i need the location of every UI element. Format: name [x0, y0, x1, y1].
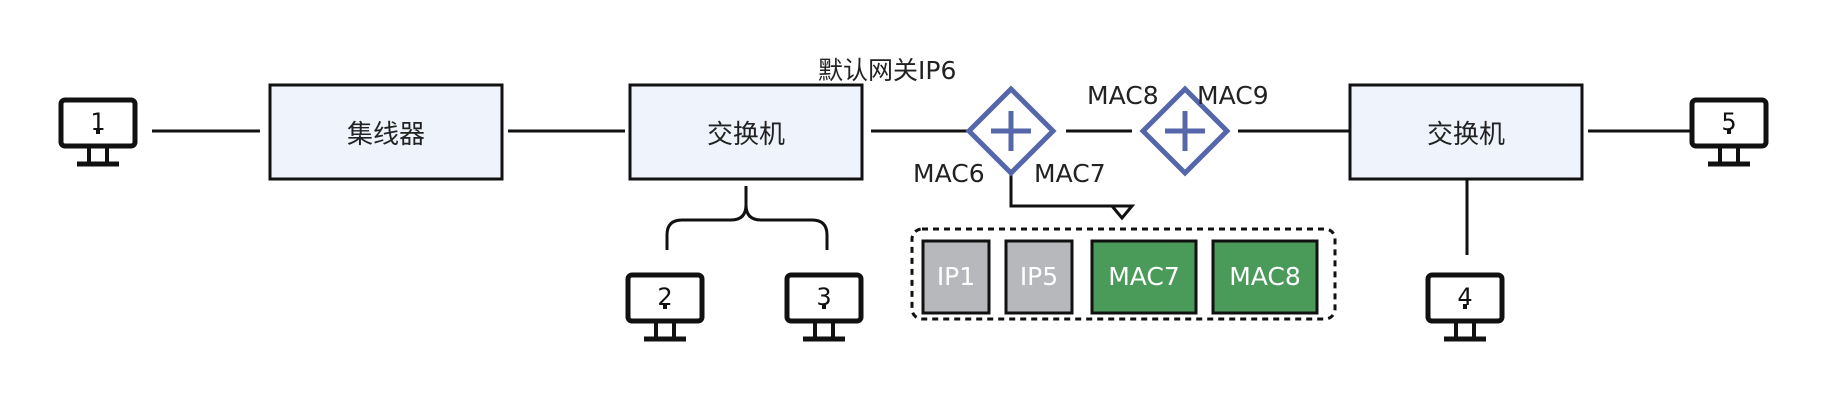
- packet-arrow-head: [1108, 204, 1136, 221]
- computers: 1 2 3 4 5: [58, 97, 1769, 342]
- brace-connector: [665, 186, 829, 250]
- packet-field-label: IP5: [1020, 262, 1058, 291]
- packet-field: IP1: [921, 239, 991, 315]
- computer-icon: 4: [1425, 272, 1505, 342]
- right-switch-label: 交换机: [1427, 120, 1505, 150]
- mac6-label: MAC6: [913, 159, 985, 188]
- computer-number: 1: [90, 108, 105, 136]
- links: [152, 129, 1690, 255]
- gateway-label: 默认网关IP6: [818, 56, 956, 85]
- computer-icon: 1: [58, 97, 138, 167]
- packet-field-label: IP1: [937, 262, 975, 291]
- packet-arrow-line: [1009, 170, 1132, 208]
- router-icon: [1139, 85, 1231, 177]
- computer-icon: 5: [1689, 97, 1769, 167]
- hub-label: 集线器: [347, 120, 425, 150]
- mac9-label: MAC9: [1197, 81, 1269, 110]
- right-switch-box: [1348, 83, 1584, 181]
- computer-number: 2: [657, 283, 672, 311]
- packet-fields: IP1 IP5 MAC7 MAC8: [921, 239, 1319, 315]
- packet-field-label: MAC8: [1229, 262, 1301, 291]
- packet-frame: [910, 227, 1337, 321]
- packet-field: MAC7: [1090, 239, 1198, 315]
- computer-number: 3: [816, 283, 831, 311]
- router-icon: [965, 85, 1057, 177]
- left-switch-box: [628, 83, 864, 181]
- mac8-label: MAC8: [1087, 81, 1159, 110]
- computer-number: 4: [1457, 283, 1472, 311]
- computer-icon: 2: [625, 272, 705, 342]
- packet-field-label: MAC7: [1108, 262, 1180, 291]
- left-switch-label: 交换机: [707, 120, 785, 150]
- computer-number: 5: [1721, 108, 1736, 136]
- packet-field: IP5: [1004, 239, 1074, 315]
- mac7-label: MAC7: [1034, 159, 1106, 188]
- computer-icon: 3: [784, 272, 864, 342]
- hub-box: [268, 83, 504, 181]
- packet-field: MAC8: [1211, 239, 1319, 315]
